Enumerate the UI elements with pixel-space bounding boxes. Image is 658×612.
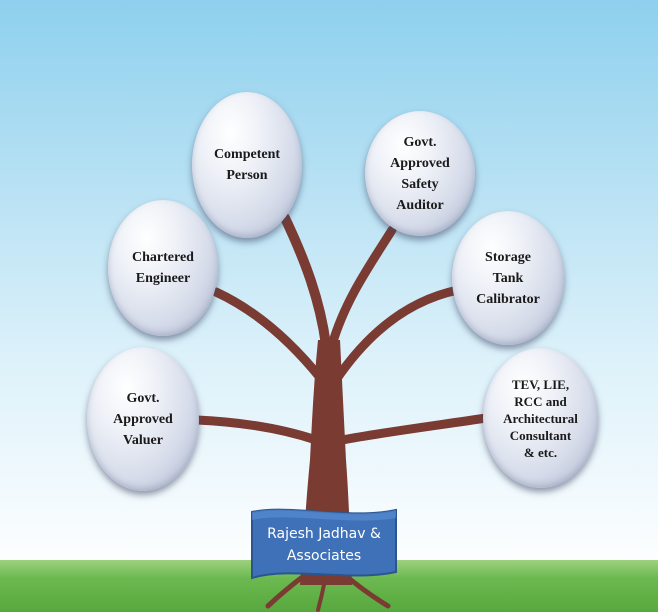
node-storage-tank-calibrator: Storage Tank Calibrator	[452, 211, 564, 345]
node-competent-person: Competent Person	[192, 92, 302, 238]
node-approved-valuer: Govt. Approved Valuer	[87, 347, 199, 491]
node-label: Storage Tank Calibrator	[476, 249, 540, 307]
company-name: Rajesh Jadhav & Associates	[267, 526, 381, 564]
branch-approved-valuer	[192, 415, 321, 445]
branch-chartered-engineer	[211, 287, 327, 385]
branch-competent-person	[280, 213, 331, 350]
node-chartered-engineer: Chartered Engineer	[108, 200, 218, 336]
company-banner: Rajesh Jadhav & Associates	[250, 506, 398, 584]
branch-tev-consultant	[337, 413, 491, 445]
node-label: Chartered Engineer	[132, 250, 194, 286]
node-safety-auditor: Govt. Approved Safety Auditor	[365, 111, 475, 236]
node-label: Govt. Approved Safety Auditor	[390, 134, 450, 213]
node-label: Competent Person	[213, 147, 281, 183]
node-label: Govt. Approved Valuer	[113, 390, 173, 448]
node-label: TEV, LIE, RCC and Architectural Consulta…	[503, 376, 578, 460]
branch-storage-tank	[331, 285, 463, 385]
branch-safety-auditor	[327, 225, 397, 350]
node-tev-consultant: TEV, LIE, RCC and Architectural Consulta…	[483, 348, 598, 488]
banner-scroll-shape	[251, 508, 397, 580]
